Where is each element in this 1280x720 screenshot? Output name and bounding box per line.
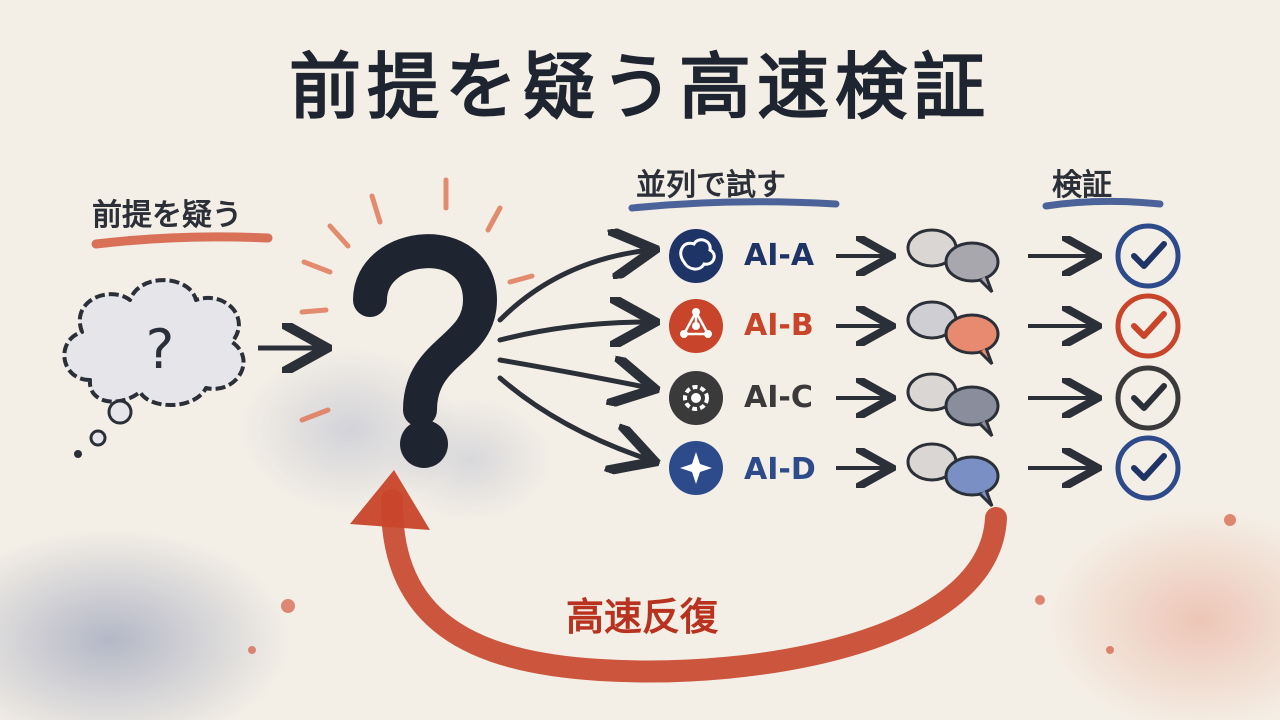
check-c-icon <box>1115 365 1181 431</box>
check-d-icon <box>1115 435 1181 501</box>
agent-b-network-icon <box>669 299 723 353</box>
svg-text:?: ? <box>146 318 175 381</box>
paint-splatter <box>248 514 1236 654</box>
underline-verify <box>1042 197 1164 210</box>
agent-d-name: AI-D <box>744 452 816 487</box>
fan-arrow-a <box>497 250 650 323</box>
diagram-title: 前提を疑う高速検証 <box>288 44 991 129</box>
big-question-mark-icon <box>299 177 535 468</box>
label-parallel-trial: 並列で試す <box>636 168 786 203</box>
check-b-icon <box>1115 293 1181 359</box>
bubble-pair-a-icon <box>906 228 1000 294</box>
underline-question <box>91 232 273 249</box>
fan-arrows <box>497 250 650 460</box>
bubble-pair-c-icon <box>906 372 1000 438</box>
result-to-check-arrows <box>1028 256 1094 468</box>
feedback-loop-arrow <box>350 470 1007 683</box>
agent-a-brain-icon <box>669 229 723 283</box>
check-a-icon <box>1115 223 1181 289</box>
fan-arrow-b <box>497 322 650 340</box>
fan-arrow-d <box>497 375 650 460</box>
bubble-pair-b-icon <box>906 300 1000 366</box>
bubble-pair-d-icon <box>906 442 1000 508</box>
agent-b-name: AI-B <box>744 308 814 343</box>
label-verification: 検証 <box>1052 168 1112 203</box>
underline-parallel <box>628 198 840 212</box>
label-question-premise: 前提を疑う <box>92 198 242 233</box>
agent-to-result-arrows <box>836 256 888 468</box>
agent-c-name: AI-C <box>744 380 813 415</box>
label-fast-iteration: 高速反復 <box>566 594 719 639</box>
agent-d-sparkle-icon <box>669 441 723 495</box>
thought-cloud-icon: ? <box>62 278 246 458</box>
agent-a-name: AI-A <box>744 238 815 273</box>
fan-arrow-c <box>497 360 650 388</box>
agent-c-gear-icon <box>669 371 723 425</box>
